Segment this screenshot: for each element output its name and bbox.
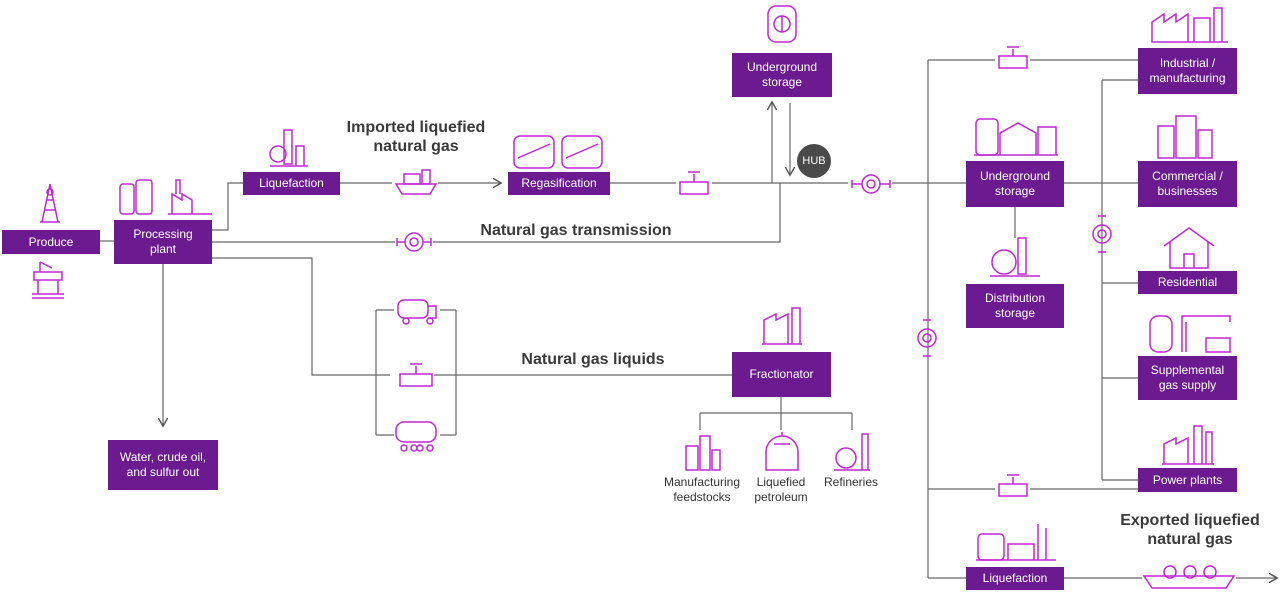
exported-lng-heading: Exported liquefied natural gas — [1104, 511, 1276, 549]
commercial-label-1: Commercial / — [1152, 169, 1223, 183]
hub-label: HUB — [802, 155, 826, 167]
ug-top-label-1: Underground — [746, 60, 818, 74]
manufacturing-feedstocks-label: Manufacturing feedstocks — [652, 475, 752, 505]
house-icon — [1160, 224, 1218, 270]
regasification-box: Regasification — [508, 172, 610, 195]
residential-box: Residential — [1138, 271, 1237, 294]
water-label-1: Water, crude oil, — [119, 450, 207, 464]
manufacturing-icon — [682, 432, 722, 472]
lng-plant-icon — [974, 518, 1058, 564]
water-out-box: Water, crude oil, and sulfur out — [108, 440, 218, 490]
valve-icon — [676, 168, 712, 198]
produce-box: Produce — [2, 230, 100, 254]
fractionator-label: Fractionator — [749, 367, 814, 381]
liquefaction-import-box: Liquefaction — [243, 172, 340, 195]
valve-icon — [995, 44, 1031, 72]
manufacturing-label-2: feedstocks — [673, 490, 731, 504]
underground-storage-icon — [762, 2, 802, 46]
liquefied-label-2: petroleum — [754, 490, 808, 504]
transmission-heading: Natural gas transmission — [460, 221, 692, 240]
liquefied-petroleum-label: Liquefied petroleum — [746, 475, 816, 505]
transmission-heading-text: Natural gas transmission — [480, 222, 672, 239]
power-label: Power plants — [1152, 472, 1223, 487]
liquids-heading-text: Natural gas liquids — [521, 351, 665, 368]
lpg-tank-icon — [762, 430, 802, 472]
gas-supply-icon — [1146, 308, 1232, 354]
liquefaction-import-label: Liquefaction — [259, 176, 324, 190]
regasification-label: Regasification — [521, 176, 597, 190]
factory-icon — [1150, 2, 1230, 44]
distribution-storage-box: Distribution storage — [966, 284, 1064, 328]
refineries-label: Refineries — [816, 475, 886, 490]
commercial-box: Commercial / businesses — [1138, 161, 1237, 207]
refinery-tower-icon — [268, 126, 310, 168]
power-plant-icon — [1160, 420, 1216, 466]
industrial-label-1: Industrial / — [1159, 56, 1216, 70]
manufacturing-label-1: Manufacturing — [663, 475, 741, 489]
imported-heading-2: natural gas — [373, 138, 459, 155]
imported-lng-heading: Imported liquefied natural gas — [330, 118, 502, 156]
water-label-2: and sulfur out — [126, 465, 200, 479]
processing-label-1: Processing — [133, 227, 193, 241]
processing-plant-box: Processing plant — [114, 220, 212, 264]
underground-storage-top-box: Underground storage — [732, 53, 832, 97]
hub-node: HUB — [797, 144, 831, 178]
industrial-label-2: manufacturing — [1149, 71, 1226, 85]
gas-meter-icon — [850, 172, 892, 196]
produce-label: Produce — [28, 234, 74, 249]
residential-label: Residential — [1157, 275, 1218, 289]
processing-tanks-icon — [116, 176, 212, 216]
ug-top-label-2: storage — [761, 75, 803, 89]
supplemental-box: Supplemental gas supply — [1138, 356, 1237, 400]
lng-ship-icon — [394, 166, 438, 198]
liquids-heading: Natural gas liquids — [498, 350, 688, 369]
fractionator-factory-icon — [760, 302, 804, 346]
ug-right-label-2: storage — [994, 184, 1036, 198]
tanker-truck-icon — [394, 296, 440, 326]
valve-icon — [995, 472, 1031, 500]
offshore-platform-icon — [28, 258, 68, 300]
office-building-icon — [1154, 112, 1216, 160]
imported-heading-1: Imported liquefied — [346, 119, 486, 136]
liquefied-label-1: Liquefied — [756, 475, 806, 489]
gas-meter-icon — [1090, 214, 1114, 254]
processing-label-2: plant — [149, 242, 177, 256]
underground-storage-right-box: Underground storage — [966, 161, 1064, 207]
exported-heading-2: natural gas — [1147, 531, 1233, 548]
refinery-icon — [832, 430, 872, 472]
storage-facility-icon — [972, 113, 1060, 159]
ug-right-label-1: Underground — [979, 169, 1051, 183]
power-plants-box: Power plants — [1138, 468, 1237, 492]
oil-derrick-icon — [34, 182, 66, 226]
commercial-label-2: businesses — [1157, 184, 1218, 198]
industrial-box: Industrial / manufacturing — [1138, 48, 1237, 94]
supplemental-label-1: Supplemental — [1150, 363, 1225, 377]
fractionator-box: Fractionator — [732, 352, 831, 397]
distribution-tank-icon — [988, 234, 1042, 278]
supplemental-label-2: gas supply — [1158, 378, 1217, 392]
refineries-label-text: Refineries — [823, 475, 879, 489]
liquefaction-export-box: Liquefaction — [966, 567, 1064, 590]
gas-meter-icon — [395, 230, 433, 254]
lng-tanker-icon — [1142, 560, 1236, 592]
dist-label-2: storage — [994, 306, 1036, 320]
dist-label-1: Distribution — [984, 291, 1046, 305]
exported-heading-1: Exported liquefied — [1120, 512, 1260, 529]
regas-tanks-icon — [510, 128, 606, 170]
valve-icon — [396, 360, 436, 390]
rail-tank-car-icon — [392, 418, 440, 454]
liquefaction-export-label: Liquefaction — [982, 571, 1048, 585]
gas-meter-icon — [915, 318, 939, 358]
